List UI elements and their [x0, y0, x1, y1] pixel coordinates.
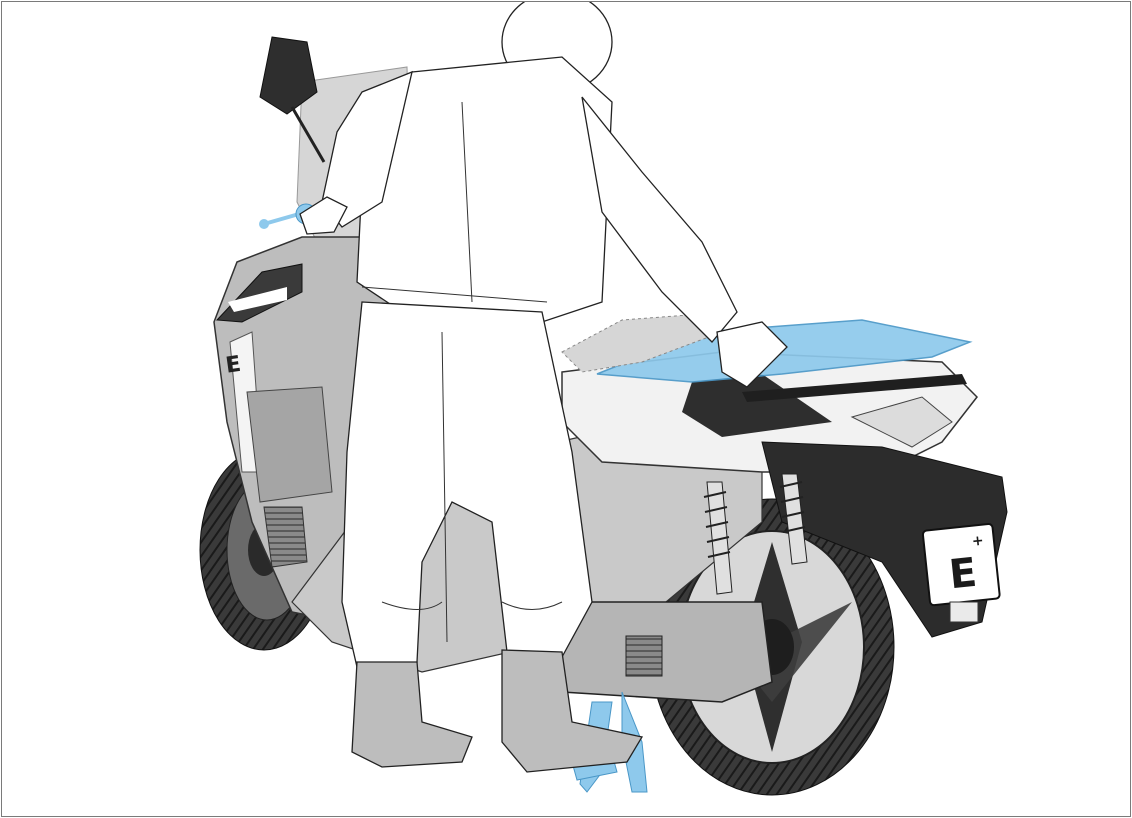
- license-plate-superscript: +: [971, 533, 984, 550]
- rider-left-boot: [352, 662, 472, 767]
- license-plate-logo: E: [947, 550, 979, 599]
